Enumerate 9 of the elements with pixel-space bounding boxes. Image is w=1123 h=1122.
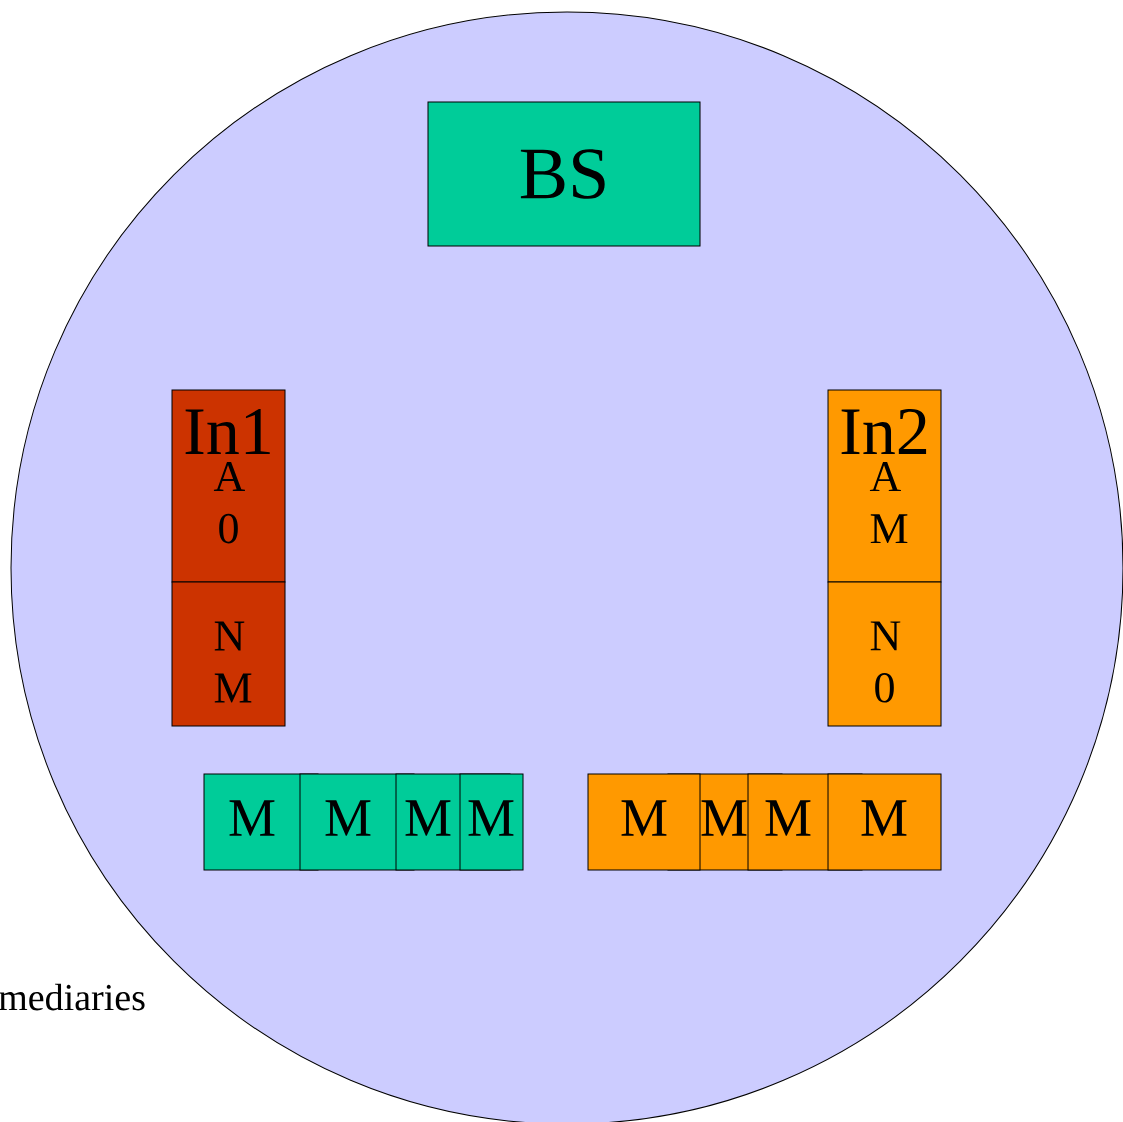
process-box: M [827,773,942,871]
process-box: In2 A M [827,389,942,583]
process-box: N 0 [827,581,942,727]
process-box: M [587,773,701,871]
process-box: M [459,773,524,871]
process-box: N M [171,581,286,727]
process-box: BS [427,101,701,247]
note-text: mediaries [0,983,145,1011]
process-box: In1 A 0 [171,389,286,583]
